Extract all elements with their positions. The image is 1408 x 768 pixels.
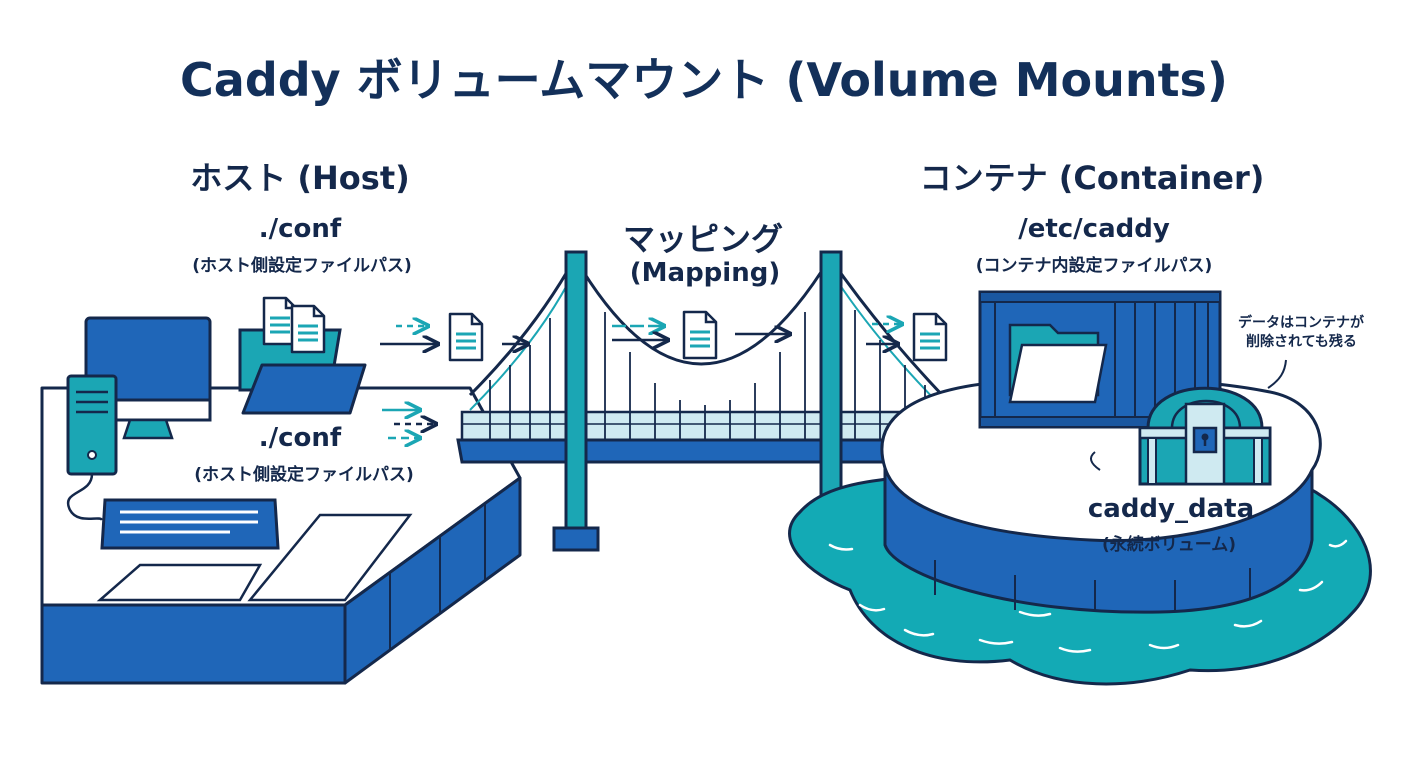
- container-icon: [978, 290, 1222, 429]
- mapping-label-en: (Mapping): [629, 258, 781, 288]
- host-heading: ホスト (Host): [190, 159, 410, 197]
- folder-icon: [238, 296, 367, 415]
- container-desc: (コンテナ内設定ファイルパス): [975, 256, 1213, 276]
- arrow-icon: [380, 324, 902, 438]
- host-bottom-path: ./conf: [258, 423, 342, 453]
- persistence-note-line1: データはコンテナが: [1238, 315, 1364, 331]
- host-platform: [40, 386, 522, 685]
- persistence-note-line2: 削除されても残る: [1246, 334, 1357, 350]
- computer-icon: [66, 316, 280, 550]
- bridge-icon: [456, 250, 952, 552]
- host-bottom-desc: (ホスト側設定ファイルパス): [194, 465, 414, 485]
- volume-desc: (永続ボリューム): [1101, 535, 1237, 555]
- volume-name: caddy_data: [1087, 494, 1255, 524]
- page-title: Caddy ボリュームマウント (Volume Mounts): [180, 53, 1228, 107]
- container-heading: コンテナ (Container): [919, 159, 1265, 197]
- host-top-desc: (ホスト側設定ファイルパス): [192, 256, 412, 276]
- host-top-path: ./conf: [258, 214, 342, 244]
- mapping-label: マッピング: [622, 220, 784, 258]
- container-path: /etc/caddy: [1018, 214, 1170, 244]
- treasure-chest-icon: [1138, 359, 1287, 486]
